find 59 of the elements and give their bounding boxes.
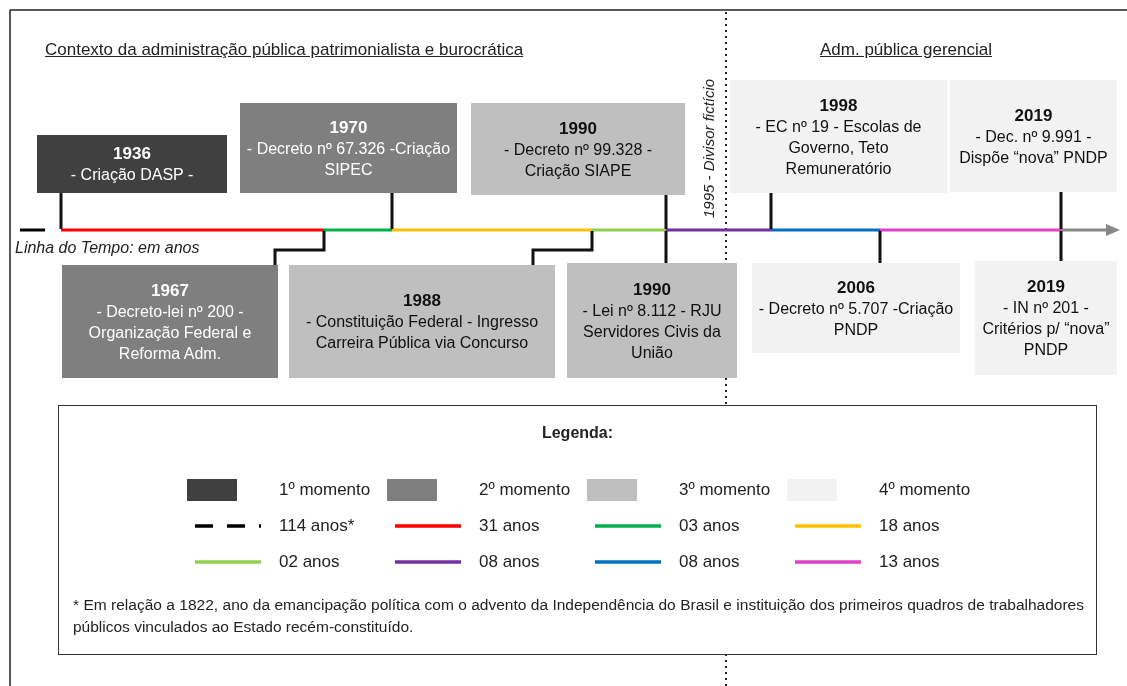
legend-label: 18 anos [879,515,940,537]
event-box [730,80,947,193]
legend-label: 4º momento [879,479,971,501]
legend-label: 08 anos [479,551,540,573]
year-label: 1970 [329,116,368,138]
leader-line [664,195,668,229]
event-description: - Decreto nº 5.707 -Criação PNDP [758,298,954,340]
leader-line [664,231,668,263]
event-box [471,103,685,195]
event-box [975,261,1117,375]
event-box [567,263,737,378]
event-description: - Lei nº 8.112 - RJU Servidores Civis da União [581,300,723,363]
legend-label: 31 anos [479,515,540,537]
legend-label: 13 anos [879,551,940,573]
event-description: - EC nº 19 - Escolas de Governo, Teto Remuneratório [754,116,923,179]
event-description: - IN nº 201 - Critérios p/ “nova” PNDP [981,298,1111,360]
leader-line [390,193,394,229]
year-label: 2019 [1027,276,1065,297]
legend-box [58,405,1097,655]
legend-label: 3º momento [679,479,771,501]
event-box [37,135,227,193]
event-box [950,80,1117,192]
year-label: 2019 [1014,104,1053,126]
legend-label: 1º momento [279,479,371,501]
event-description: - Decreto nº 99.328 -Criação SIAPE [502,139,654,181]
leader-line [769,193,773,229]
year-label: 1988 [403,290,441,311]
legend-title: Legenda: [541,424,614,441]
year-label: 1936 [113,143,151,164]
leader-line [59,193,63,229]
event-box [62,265,278,378]
event-description: - Constituição Federal - Ingresso Carreira Pública via Concurso [304,312,540,353]
year-label: 2006 [837,276,875,298]
divider-label: 1995 - Divisor fictício [699,78,718,218]
event-box [240,103,457,193]
footnote-text: * Em relação a 1822, ano da emancipação política com o advento da Independência do Brasil e instituição dos primeiros quadros de trabalhadores públicos vinculados ao Estado recém-constituído. [73,595,1084,637]
timeline-label: Linha do Tempo: em anos [15,239,200,257]
legend-label: 2º momento [479,479,571,501]
event-description: - Decreto-lei nº 200 -Organização Federal e Reforma Adm. [87,301,253,364]
section-heading: Adm. pública gerencial [820,40,992,60]
leader-line [1059,192,1063,229]
leader-line [1059,231,1063,261]
year-label: 1967 [151,279,189,301]
event-description: - Dec. nº 9.991 - Dispõe “nova” PNDP [958,126,1109,168]
year-label: 1990 [633,278,671,300]
legend-label: 02 anos [279,551,340,573]
section-heading: Contexto da administração pública patrimonialista e burocrática [45,40,524,60]
event-box [289,265,555,378]
leader-line [273,231,326,265]
year-label: 1990 [559,117,597,139]
year-label: 1998 [819,94,858,116]
leader-line [878,231,882,263]
legend-label: 08 anos [679,551,740,573]
legend-label: 03 anos [679,515,740,537]
event-box [752,263,960,353]
leader-line [531,231,594,265]
legend-label: 114 anos* [279,515,355,537]
event-description: - Decreto nº 67.326 -Criação SIPEC [246,138,451,180]
event-description: - Criação DASP - [70,165,194,185]
